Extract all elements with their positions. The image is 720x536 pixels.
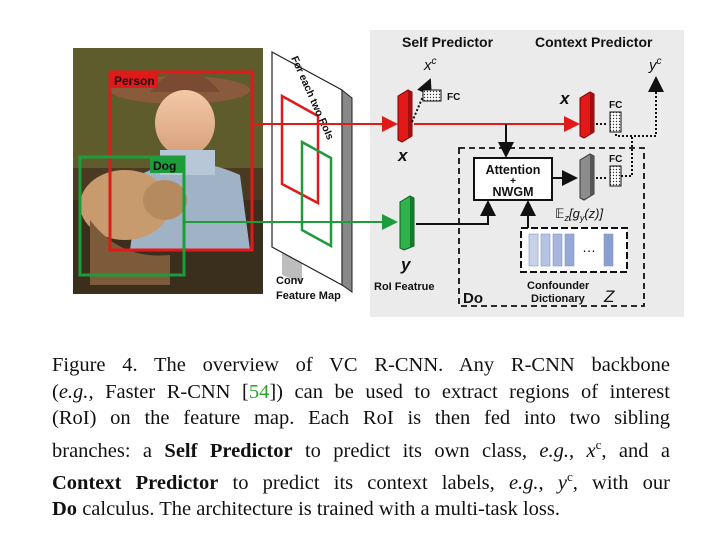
context-fc-label-top: FC [609,100,622,111]
roi-feature-y [399,195,415,251]
dictionary-line1: Confounder [527,280,590,292]
expectation-fc-dotted-up [621,136,633,177]
self-fc-label: FC [447,92,460,103]
person-bbox [108,70,254,252]
context-fc-label-bottom: FC [609,154,622,165]
context-fc-box-top [609,111,622,133]
context-predictor-output: yc [648,56,662,74]
roi-y-symbol: y [400,255,412,274]
feature-map-label-line2: Feature Map [276,290,341,302]
do-dashed-box [458,147,645,307]
attention-line3: NWGM [493,185,534,199]
vc-rcnn-figure: Person Dog For each two RoIs Conv Featur… [73,30,684,317]
person-label-bg [110,72,158,88]
dictionary-vectors [528,233,614,267]
dog-label-bg [150,157,184,173]
citation-link[interactable]: 54 [248,380,270,403]
caption-line-2: (e.g., Faster R-CNN [54]) can be used to… [52,380,670,403]
dictionary-symbol: Z [603,287,615,306]
context-dotted-output-arrow [615,76,664,137]
attention-line2: + [510,176,516,187]
dog-label: Dog [153,159,176,173]
context-x-symbol: x [559,89,571,108]
roi-y-label: RoI Featrue [374,281,435,293]
self-predictor-title: Self Predictor [402,34,494,50]
y-to-attention-arrow [416,200,496,225]
caption-line-5: Context Predictor to predict its context… [52,468,671,494]
conv-feature-map [271,50,353,293]
roi-x-symbol: x [397,146,409,165]
person-label: Person [114,74,155,88]
roi-feature-x [397,89,413,143]
caption-line-6: Do calculus. The architecture is trained… [52,498,561,521]
context-predictor-title: Context Predictor [535,34,653,50]
do-label: Do [463,290,483,307]
feature-map-label-line1: Conv [276,275,304,287]
expectation-feature [579,153,595,201]
caption-line-1: Figure 4. The overview of VC R-CNN. Any … [52,354,670,376]
attention-line1: Attention [486,163,541,177]
self-fc-box [422,89,442,102]
self-predictor-output: xc [423,56,437,74]
caption-line-4: branches: a Self Predictor to predict it… [52,436,670,462]
expectation-label: 𝔼z[gy(z)] [555,206,603,223]
dog-bbox [78,155,186,277]
dictionary-line2: Dictionary [531,293,586,305]
context-fc-box-bottom [609,165,622,187]
dictionary-dots: … [582,239,596,255]
context-roi-feature-x [579,91,595,139]
figure-caption: Figure 4. The overview of VC R-CNN. Any … [52,352,670,523]
caption-line-3: (RoI) on the feature map. Each RoI is th… [52,407,670,429]
attention-box [473,157,553,201]
